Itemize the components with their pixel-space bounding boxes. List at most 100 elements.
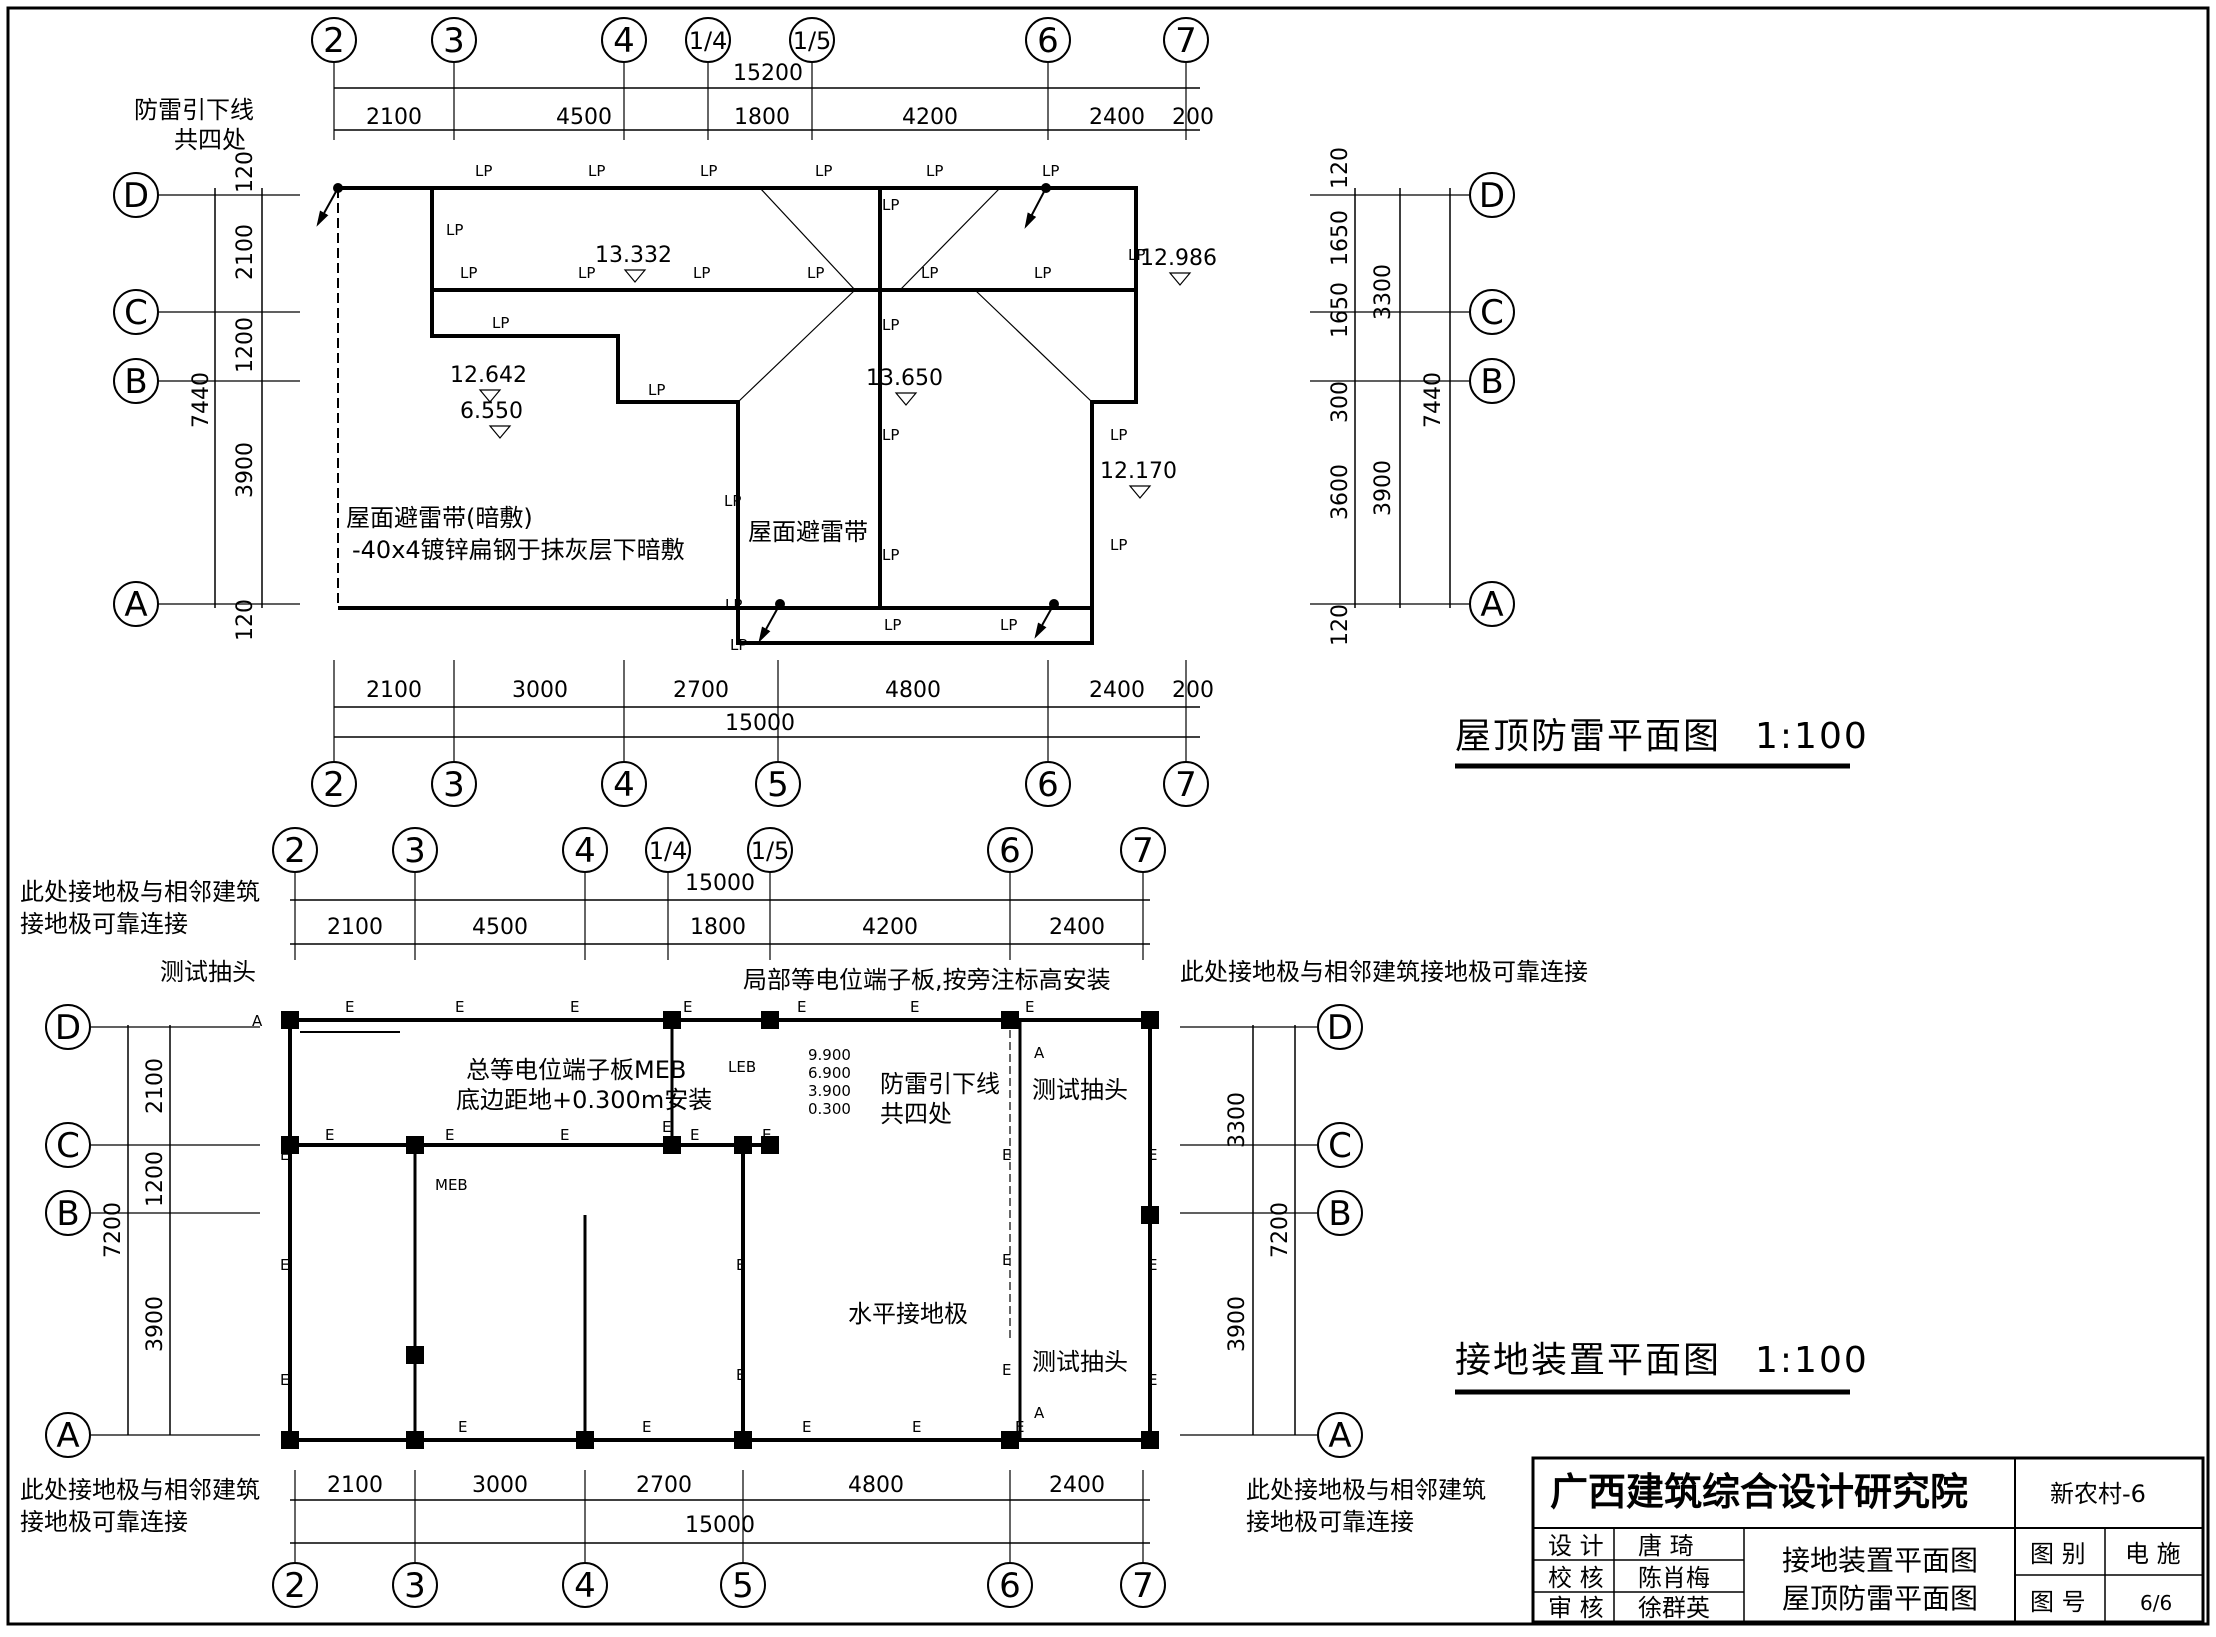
roof-lp-15: LP	[884, 616, 901, 634]
name-check: 陈肖梅	[1638, 1564, 1710, 1592]
ground-left-dim-2: 3900	[143, 1296, 168, 1352]
role-review: 审 核	[1548, 1594, 1604, 1622]
roof-left-dim-3: 3900	[233, 442, 258, 498]
institute-name: 广西建筑综合设计研究院	[1550, 1470, 1968, 1514]
roof-strip-note-2: -40x4镀锌扁钢于抹灰层下暗敷	[352, 536, 685, 564]
roof-elevation-3: 6.550	[460, 399, 523, 424]
ground-e-1: E	[455, 998, 464, 1016]
roof-bottom-dim-2: 2700	[673, 678, 729, 703]
ground-electrode-0	[281, 1011, 299, 1029]
roof-elevation-1: 12.986	[1140, 246, 1217, 271]
ground-electrode-12	[663, 1011, 681, 1029]
ground-top-axis-3-label: 1/4	[649, 837, 688, 865]
roof-elevation-mark-1	[1168, 272, 1192, 286]
ground-electrode-3	[1141, 1431, 1159, 1449]
roof-elevation-2: 12.642	[450, 363, 527, 388]
number-value: 6/6	[2140, 1591, 2172, 1615]
ground-downlead-1: 防雷引下线	[880, 1070, 1000, 1098]
roof-plan-title: 屋顶防雷平面图	[1455, 716, 1721, 757]
roof-left-axis-3-label: A	[124, 585, 147, 625]
roof-bottom-dim-1: 3000	[512, 678, 568, 703]
roof-lp-6: LP	[460, 264, 477, 282]
ground-meb-note-2: 底边距地+0.300m安装	[456, 1086, 712, 1114]
roof-strip-note-short: 屋面避雷带	[748, 518, 868, 546]
ground-electrode-10	[576, 1431, 594, 1449]
ground-top-dim-4: 2400	[1049, 915, 1105, 940]
roof-lp-20: LP	[882, 426, 899, 444]
roof-top-axis-6-label: 7	[1175, 21, 1197, 61]
drawing-title-1: 接地装置平面图	[1782, 1544, 1978, 1577]
roof-lp-16: LP	[1000, 616, 1017, 634]
ground-e-2: E	[570, 998, 579, 1016]
role-check: 校 核	[1548, 1564, 1604, 1592]
ground-electrode-11	[406, 1431, 424, 1449]
ground-leb-height-1: 6.900	[808, 1064, 851, 1082]
roof-top-axis-3-label: 1/4	[689, 27, 728, 55]
roof-elevation-mark-3	[488, 425, 512, 439]
ground-bottom-axis-0-label: 2	[284, 1566, 306, 1606]
ground-right-dim-0: 3300	[1225, 1092, 1250, 1148]
ground-e-26: E	[1148, 1256, 1157, 1274]
roof-lp-14: LP	[730, 636, 747, 654]
ground-e-3: E	[683, 998, 692, 1016]
ground-leb-label: LEB	[728, 1058, 756, 1076]
roof-lp-10: LP	[921, 264, 938, 282]
ground-right-axis-1-label: C	[1328, 1126, 1352, 1166]
sheet-border	[6, 6, 2210, 1626]
ground-e-11: E	[762, 1126, 771, 1144]
ground-connect-note-br-1: 此处接地极与相邻建筑	[1246, 1476, 1486, 1504]
roof-downlead-arrow-3	[1034, 603, 1055, 639]
roof-left-dim-4: 120	[233, 599, 258, 641]
roof-right-axis-0-label: D	[1479, 176, 1505, 216]
roof-bottom-axis-3-label: 5	[767, 765, 789, 805]
roof-lp-12: LP	[492, 314, 509, 332]
ground-leb-height-0: 9.900	[808, 1046, 851, 1064]
ground-test-point-left: 测试抽头	[160, 958, 256, 986]
roof-left-overall: 7440	[189, 372, 214, 428]
ground-electrode-16	[1141, 1206, 1159, 1224]
ground-left-axis-1-label: C	[56, 1126, 80, 1166]
ground-e-18: E	[912, 1418, 921, 1436]
roof-top-dim-3: 4200	[902, 105, 958, 130]
roof-lp-23: LP	[1110, 536, 1127, 554]
roof-left-dim-1: 2100	[233, 224, 258, 280]
ground-plan-scale: 1:100	[1755, 1340, 1869, 1381]
ground-e-14: E	[280, 1371, 289, 1389]
ground-e-15: E	[458, 1418, 467, 1436]
roof-right-axis-1-label: C	[1480, 293, 1504, 333]
roof-top-axis-5-label: 6	[1037, 21, 1059, 61]
roof-right-dim-inner-1: 1650	[1328, 210, 1353, 266]
roof-lp-11: LP	[1034, 264, 1051, 282]
ground-bottom-overall: 15000	[685, 1513, 755, 1538]
ground-top-dim-3: 4200	[862, 915, 918, 940]
name-design: 唐 琦	[1638, 1532, 1694, 1560]
ground-a-mark-2: A	[1034, 1404, 1045, 1422]
ground-left-axis-3-label: A	[56, 1416, 79, 1456]
ground-electrode-9	[406, 1136, 424, 1154]
ground-bottom-dim-3: 4800	[848, 1473, 904, 1498]
ground-plan-title: 接地装置平面图	[1455, 1340, 1721, 1381]
roof-lp-13: LP	[648, 381, 665, 399]
roof-top-dim-1: 4500	[556, 105, 612, 130]
roof-elevation-5: 12.170	[1100, 459, 1177, 484]
ground-connect-note-tl-1: 此处接地极与相邻建筑	[20, 878, 260, 906]
ground-e-13: E	[280, 1256, 289, 1274]
ground-e-27: E	[1148, 1371, 1157, 1389]
ground-top-axis-2-label: 4	[574, 831, 596, 871]
ground-a-mark-0: A	[252, 1012, 263, 1030]
ground-bottom-dim-0: 2100	[327, 1473, 383, 1498]
roof-bottom-dim-3: 4800	[885, 678, 941, 703]
roof-lp-21: LP	[882, 546, 899, 564]
ground-electrode-17	[406, 1346, 424, 1364]
ground-e-19: E	[1015, 1418, 1024, 1436]
ground-e-24: E	[1002, 1361, 1011, 1379]
ground-connect-note-bl-2: 接地极可靠连接	[20, 1508, 188, 1536]
drawing-title-2: 屋顶防雷平面图	[1782, 1582, 1978, 1615]
roof-left-dim-0: 120	[233, 151, 258, 193]
project-name: 新农村-6	[2050, 1480, 2146, 1508]
ground-electrode-5	[1001, 1431, 1019, 1449]
ground-e-10: E	[690, 1126, 699, 1144]
roof-downlead-arrow-2	[758, 603, 781, 643]
roof-lp-2: LP	[700, 162, 717, 180]
roof-left-axis-0-label: D	[123, 176, 149, 216]
